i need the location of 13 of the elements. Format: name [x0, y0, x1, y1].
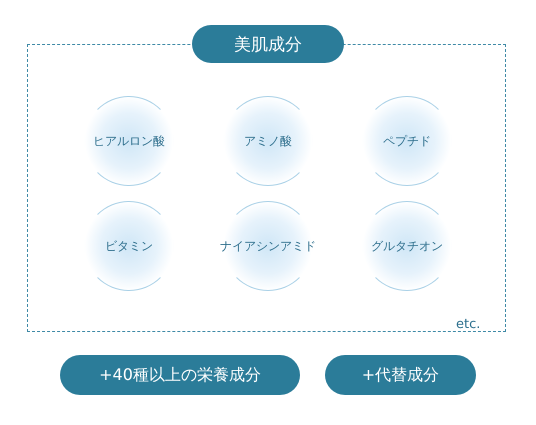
- pill-label: 美肌成分: [234, 34, 302, 56]
- pill-label: +代替成分: [362, 364, 440, 386]
- pill-label: +40種以上の栄養成分: [99, 364, 261, 386]
- ingredient-label: ナイアシンアミド: [220, 238, 316, 254]
- ingredient-label: グルタチオン: [371, 238, 443, 254]
- ingredient-label: ペプチド: [383, 132, 431, 150]
- ingredient-pill: [60, 355, 300, 395]
- ingredient-pill: [325, 355, 476, 395]
- section-title: [192, 25, 344, 63]
- ingredient-label: ヒアルロン酸: [93, 132, 165, 150]
- ingredient-label: アミノ酸: [244, 132, 292, 150]
- note-text: etc.: [456, 317, 480, 332]
- ingredient-label: ビタミン: [105, 238, 153, 254]
